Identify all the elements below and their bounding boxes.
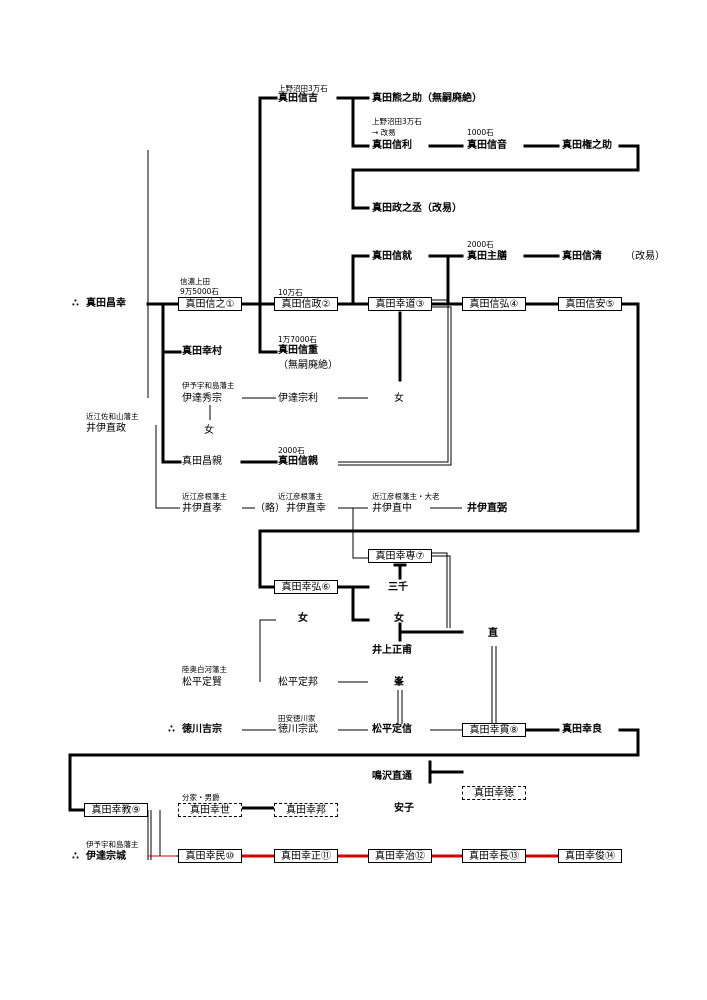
person-onna-b: 女 — [394, 393, 404, 404]
person-nobuchika: 真田信親 — [278, 456, 318, 467]
note-nobuyoshi: 上野沼田3万石 — [278, 84, 328, 93]
note-yukiyo: 分家・男爵 — [182, 793, 220, 802]
note-munenari: 伊予宇和島藩主 — [86, 840, 139, 849]
thick-lines — [68, 96, 640, 812]
person-yukinaga: 真田幸長⑬ — [462, 849, 526, 863]
person-yukitoshi: 真田幸俊⑭ — [558, 849, 622, 863]
lord-marker: ∴ — [72, 298, 79, 309]
person-yoshimune: 徳川吉宗 — [182, 724, 222, 735]
person-gonnosuke: 真田権之助 — [562, 140, 612, 151]
person-yukitsura: 真田幸貫⑧ — [462, 723, 526, 737]
person-nobuyuki: 真田信之① — [178, 297, 242, 311]
note-nobutoshi-2: → 改易 — [372, 128, 396, 137]
note-naotaka: 近江彦根藩主 — [182, 492, 227, 501]
note-hidemune: 伊予宇和島藩主 — [182, 381, 235, 390]
person-sadakata: 松平定賢 — [182, 677, 222, 688]
person-yukinori: 真田幸教⑨ — [84, 803, 148, 817]
person-yukitami: 真田幸民⑩ — [178, 849, 242, 863]
person-hidemune: 伊達秀宗 — [182, 393, 222, 404]
person-shuzen: 真田主膳 — [467, 251, 507, 262]
person-munetake: 徳川宗武 — [278, 724, 318, 735]
label-ryaku: （略） — [255, 503, 285, 514]
person-inoue: 井上正甫 — [372, 645, 412, 656]
person-nao: 直 — [488, 628, 498, 639]
person-nobuyasu: 真田信安⑤ — [558, 297, 622, 311]
person-masachika: 真田昌親 — [182, 456, 222, 467]
note-naonaka: 近江彦根藩主・大老 — [372, 492, 440, 501]
note-shuzen: 2000石 — [467, 240, 494, 249]
person-yukimichi: 真田幸道③ — [368, 297, 432, 311]
person-yasuko: 安子 — [394, 803, 414, 814]
note-naomasa: 近江佐和山藩主 — [86, 412, 139, 421]
person-mine: 峯 — [394, 677, 404, 688]
note-nobuyuki-1: 信濃上田 — [180, 277, 210, 286]
person-yukinori-b: 真田幸徳 — [462, 786, 526, 800]
double-lines — [147, 299, 497, 860]
person-naomasa: 井伊直政 — [86, 423, 126, 434]
note-sadakata: 陸奥白河藩主 — [182, 665, 227, 674]
person-onna-a: 女 — [204, 425, 214, 436]
note-nobushige-extinct: （無嗣廃絶） — [278, 360, 338, 371]
note-naoyuki: 近江彦根藩主 — [278, 492, 323, 501]
person-sen: 三千 — [388, 582, 408, 593]
person-kumanosuke: 真田熊之助（無嗣廃絶） — [372, 93, 482, 104]
person-nobuhiro: 真田信弘④ — [462, 297, 526, 311]
person-masanojo: 真田政之丞（改易） — [372, 203, 462, 214]
note-nobuoto: 1000石 — [467, 128, 494, 137]
person-onna-d: 女 — [394, 613, 404, 624]
note-munetake: 田安徳川家 — [278, 714, 316, 723]
lord-marker-2: ∴ — [168, 724, 175, 735]
person-masayuki: 真田昌幸 — [86, 298, 126, 309]
person-nobuyoshi: 真田信吉 — [278, 93, 318, 104]
person-narusawa: 鳴沢直通 — [372, 771, 412, 782]
note-nobuchika: 2000石 — [278, 446, 305, 455]
person-sadanobu: 松平定信 — [372, 724, 412, 735]
person-nobutoshi: 真田信利 — [372, 140, 412, 151]
person-yukiharu: 真田幸治⑫ — [368, 849, 432, 863]
person-nobukiyo: 真田信清 — [562, 251, 602, 262]
person-yukiyo: 真田幸世 — [178, 803, 242, 817]
note-nobuyuki-2: 9万5000石 — [180, 287, 219, 296]
note-nobutoshi-1: 上野沼田3万石 — [372, 117, 422, 126]
label-kaieki: （改易） — [625, 251, 665, 262]
person-naotaka: 井伊直孝 — [182, 503, 222, 514]
person-munenari: 伊達宗城 — [86, 851, 126, 862]
person-naonaka: 井伊直中 — [372, 503, 412, 514]
person-naosuke: 井伊直弼 — [467, 503, 507, 514]
person-yukiyoshi: 真田幸良 — [562, 724, 602, 735]
person-yukihiro: 真田幸弘⑥ — [274, 580, 338, 594]
person-yukimura: 真田幸村 — [182, 346, 222, 357]
person-nobuoto: 真田信音 — [467, 140, 507, 151]
person-nobumasa: 真田信政② — [274, 297, 338, 311]
person-nobunari: 真田信就 — [372, 251, 412, 262]
person-sadakuni: 松平定邦 — [278, 677, 318, 688]
note-nobumasa: 10万石 — [278, 288, 303, 297]
person-yukimasa: 真田幸正⑪ — [274, 849, 338, 863]
person-nobushige: 真田信重 — [278, 345, 318, 356]
person-yukikuni: 真田幸邦 — [274, 803, 338, 817]
person-munetoshi: 伊達宗利 — [278, 393, 318, 404]
person-naoyuki: 井伊直幸 — [286, 503, 326, 514]
lord-marker-3: ∴ — [72, 851, 79, 862]
person-onna-c: 女 — [298, 613, 308, 624]
note-nobushige: 1万7000石 — [278, 335, 317, 344]
person-yukitaka: 真田幸専⑦ — [368, 549, 432, 563]
